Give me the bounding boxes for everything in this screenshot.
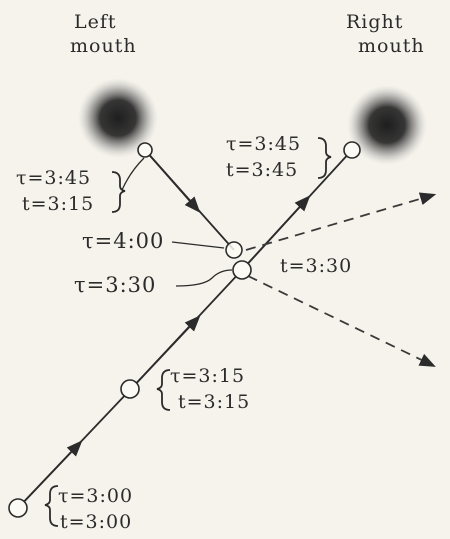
event-mid <box>120 379 140 399</box>
arrow-3 <box>241 195 311 271</box>
arrow-1 <box>17 440 83 509</box>
start-brace <box>44 485 59 527</box>
start-t-label: t=3:00 <box>60 511 132 533</box>
right-mouth-title-line2: mouth <box>358 35 425 57</box>
left-mouth-blob <box>78 78 158 158</box>
left-entry-brace <box>111 171 126 213</box>
meet-t-330-label: t=3:30 <box>280 255 352 277</box>
right-exit-tau-label: τ=3:45 <box>226 133 301 155</box>
right-mouth-blob <box>347 85 427 165</box>
meet-tau-330-label: τ=3:30 <box>74 273 156 297</box>
left-entry-tau-label: τ=3:45 <box>16 167 91 189</box>
left-entry-t-label: t=3:15 <box>22 193 94 215</box>
event-start <box>8 498 28 518</box>
meet-tau-400-leader <box>171 241 225 249</box>
meet-tau-400-label: τ=4:00 <box>82 229 164 253</box>
start-tau-label: τ=3:00 <box>58 485 133 507</box>
arrow-2 <box>129 315 201 391</box>
left-mouth-title-line1: Left <box>74 11 117 33</box>
right-mouth-title-line1: Right <box>346 11 403 33</box>
right-exit-brace <box>317 137 332 179</box>
event-meet-400 <box>225 241 243 259</box>
event-left-mouth-exit <box>137 142 153 158</box>
mid-tau-label: τ=3:15 <box>170 365 245 387</box>
dashed-ray-lower <box>247 275 436 367</box>
left-mouth-title-line2: mouth <box>70 35 137 57</box>
left-entry-leader <box>121 157 145 191</box>
arrow-left-mouth <box>144 149 201 213</box>
mid-brace <box>156 369 171 411</box>
event-right-mouth-entry <box>343 141 361 159</box>
dashed-ray-upper <box>245 192 437 251</box>
right-exit-t-label: t=3:45 <box>226 159 298 181</box>
mid-t-label: t=3:15 <box>178 391 250 413</box>
meet-tau-330-leader <box>175 269 233 287</box>
event-meet-330 <box>232 260 252 280</box>
